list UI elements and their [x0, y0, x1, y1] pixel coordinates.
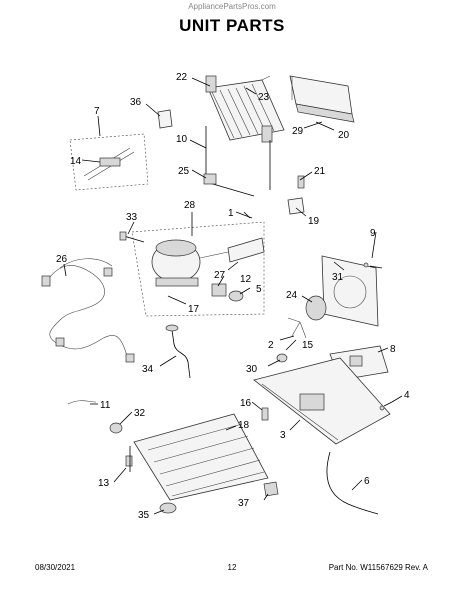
callout-37: 37 — [238, 498, 250, 509]
callout-19: 19 — [308, 216, 320, 227]
watermark: AppliancePartsPros.com — [188, 2, 276, 11]
callout-33: 33 — [126, 212, 138, 223]
callout-2: 2 — [268, 340, 274, 351]
tube-13-part[interactable] — [125, 446, 133, 472]
callout-36: 36 — [130, 97, 142, 108]
wire-harness-part[interactable] — [41, 258, 135, 363]
callout-31: 31 — [332, 272, 344, 283]
callout-29: 29 — [292, 126, 304, 137]
sensor-part[interactable] — [261, 407, 269, 421]
callout-12: 12 — [240, 274, 252, 285]
callout-26: 26 — [56, 254, 68, 265]
clamp-part[interactable] — [203, 173, 217, 185]
defrost-drain-part[interactable] — [67, 400, 97, 405]
callout-35: 35 — [138, 510, 150, 521]
callout-1: 1 — [228, 208, 234, 219]
drain-tube-part[interactable] — [119, 231, 145, 243]
connector-35-part[interactable] — [159, 502, 177, 514]
callout-21: 21 — [314, 166, 326, 177]
evaporator-coil-part[interactable] — [133, 413, 269, 501]
clip-part[interactable] — [157, 109, 173, 129]
callout-27: 27 — [214, 270, 226, 281]
callout-34: 34 — [142, 364, 154, 375]
callout-3: 3 — [280, 430, 286, 441]
callout-28: 28 — [184, 200, 196, 211]
mounting-screw-part[interactable] — [379, 401, 393, 411]
water-tube-part[interactable] — [326, 451, 379, 515]
footer-date: 08/30/2021 — [35, 563, 76, 572]
page-title: UNIT PARTS — [179, 16, 285, 35]
callout-5: 5 — [256, 284, 262, 295]
screw-part[interactable] — [363, 262, 383, 269]
callout-7: 7 — [94, 106, 100, 117]
evaporator-heater-assembly[interactable] — [69, 133, 149, 191]
leader-lines — [63, 77, 403, 515]
callout-15: 15 — [302, 340, 314, 351]
clip-37-part[interactable] — [263, 481, 279, 497]
callout-25: 25 — [178, 166, 190, 177]
callout-23: 23 — [258, 92, 270, 103]
callout-20: 20 — [338, 130, 350, 141]
footer-page-number: 12 — [227, 563, 237, 572]
callout-30: 30 — [246, 364, 258, 375]
fitting-part[interactable] — [287, 175, 305, 215]
callout-17: 17 — [188, 304, 200, 315]
callout-labels: 22 23 20 29 36 7 14 10 25 21 19 1 28 33 … — [56, 72, 410, 521]
compressor-assembly[interactable] — [131, 221, 265, 317]
callout-32: 32 — [134, 408, 146, 419]
condenser-part[interactable] — [205, 75, 285, 143]
footer-part-number: Part No. W11567629 Rev. A — [328, 563, 428, 572]
fan-motor-part[interactable] — [287, 295, 327, 339]
base-plate-part[interactable] — [253, 357, 391, 445]
callout-16: 16 — [240, 398, 252, 409]
callout-9: 9 — [370, 228, 376, 239]
callout-22: 22 — [176, 72, 188, 83]
callout-14: 14 — [70, 156, 82, 167]
callout-8: 8 — [390, 344, 396, 355]
clip-32-part[interactable] — [109, 422, 123, 434]
callout-13: 13 — [98, 478, 110, 489]
callout-11: 11 — [100, 400, 111, 411]
callout-10: 10 — [176, 134, 188, 145]
suction-tube-part[interactable] — [165, 324, 191, 379]
condenser-bracket-part[interactable] — [289, 75, 355, 123]
fan-shroud-part[interactable] — [321, 255, 379, 327]
callout-24: 24 — [286, 290, 298, 301]
callout-18: 18 — [238, 420, 250, 431]
callout-4: 4 — [404, 390, 410, 401]
callout-6: 6 — [364, 476, 370, 487]
